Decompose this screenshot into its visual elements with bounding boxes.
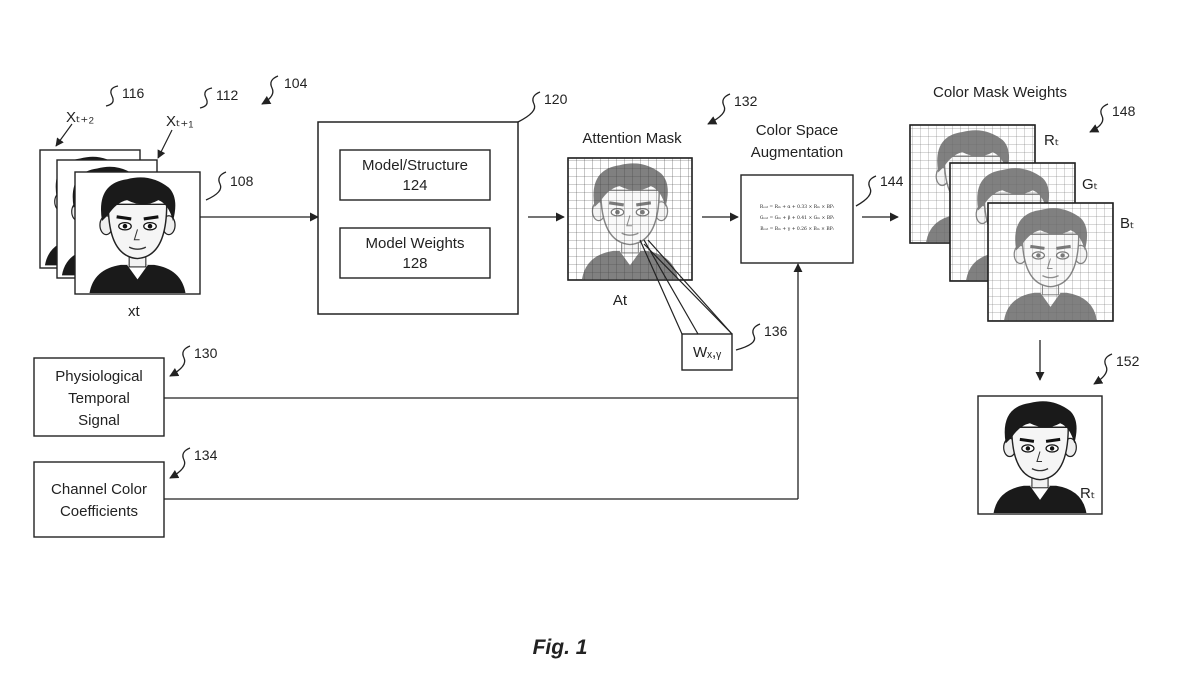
physio-box <box>33 357 165 437</box>
model-weights-box <box>339 227 491 279</box>
mask-weights-stack <box>909 124 1114 322</box>
mask-label-b: Bₜ <box>1120 215 1134 232</box>
physio-line-2: Temporal <box>68 390 130 407</box>
ref-136: 136 <box>764 323 788 339</box>
ref-120: 120 <box>544 91 568 107</box>
mask-label-g: Gₜ <box>1082 176 1098 193</box>
input-frames <box>39 149 201 295</box>
ref-108: 108 <box>230 173 254 189</box>
output-image <box>977 395 1103 515</box>
model-structure-box <box>339 149 491 201</box>
ref-148: 148 <box>1112 103 1136 119</box>
equation-3: Bₒᵤₜ = Bᵢₙ + γ + 0.26 × Bᵢₙ × BPₜ <box>760 226 834 232</box>
attention-mask-image <box>567 157 693 281</box>
model-structure-label: Model/Structure <box>362 157 468 174</box>
signal-connectors <box>164 263 803 500</box>
ref-152: 152 <box>1116 353 1140 369</box>
physio-line-1: Physiological <box>55 368 143 385</box>
figure-caption: Fig. 1 <box>533 636 588 659</box>
ref-134: 134 <box>194 447 218 463</box>
ref-112: 112 <box>216 87 239 103</box>
mask-weights-title: Color Mask Weights <box>933 84 1067 101</box>
ref-130: 130 <box>194 345 218 361</box>
channel-box <box>33 461 165 538</box>
window-label: Wₓ,ᵧ <box>693 344 721 361</box>
frame-label-xt1: Xₜ₊₁ <box>166 113 193 130</box>
frame-label-xt: xt <box>128 303 141 320</box>
color-space-title-2: Augmentation <box>751 144 844 161</box>
output-label: Rₜ <box>1080 485 1095 502</box>
ref-116: 116 <box>122 85 145 101</box>
equation-2: Gₒᵤₜ = Gᵢₙ + β + 0.41 × Gᵢₙ × BPₜ <box>760 215 835 221</box>
mask-label-r: Rₜ <box>1044 132 1059 149</box>
physio-line-3: Signal <box>78 412 120 429</box>
ref-104: 104 <box>284 75 308 91</box>
ref-132: 132 <box>734 93 758 109</box>
ref-144: 144 <box>880 173 904 189</box>
color-space-box <box>740 174 854 264</box>
attention-window <box>639 239 733 371</box>
equation-1: Rₒᵤₜ = Rᵢₙ + α + 0.33 × Rᵢₙ × BPₜ <box>760 204 835 210</box>
model-weights-num: 128 <box>402 255 427 272</box>
frame-label-xt2: Xₜ₊₂ <box>66 109 94 126</box>
channel-line-2: Coefficients <box>60 503 138 520</box>
channel-line-1: Channel Color <box>51 481 147 498</box>
model-weights-label: Model Weights <box>366 235 465 252</box>
ref-leader-116 <box>105 85 119 107</box>
attention-title: Attention Mask <box>582 130 682 147</box>
model-structure-num: 124 <box>402 177 427 194</box>
color-space-title-1: Color Space <box>756 122 839 139</box>
attention-caption: At <box>613 292 628 309</box>
